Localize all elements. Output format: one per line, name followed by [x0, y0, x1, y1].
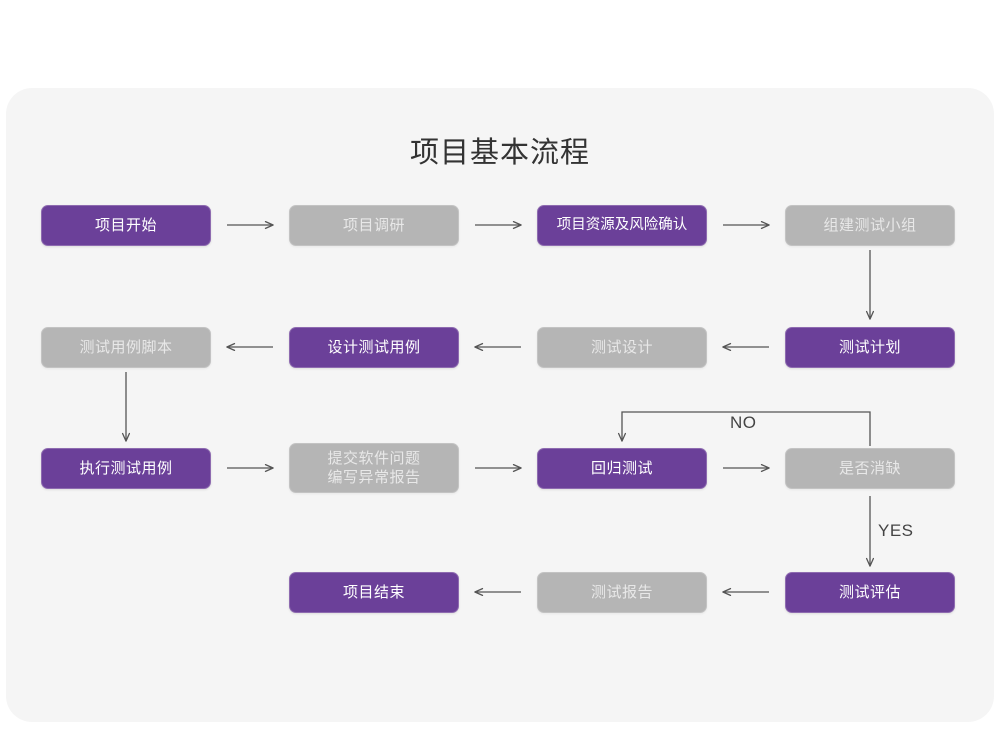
node-execute-testcase[interactable]: 执行测试用例	[41, 448, 211, 489]
node-label: 是否消缺	[838, 460, 901, 477]
node-test-evaluation[interactable]: 测试评估	[785, 572, 955, 613]
node-test-design[interactable]: 测试设计	[537, 327, 707, 368]
node-testcase-script[interactable]: 测试用例脚本	[41, 327, 211, 368]
node-label: 项目调研	[342, 217, 405, 234]
edge-label-no: NO	[730, 413, 757, 432]
flowchart-card	[6, 88, 994, 722]
edge-label-yes: YES	[878, 521, 914, 540]
node-project-research[interactable]: 项目调研	[289, 205, 459, 246]
node-label: 项目资源及风险确认	[556, 217, 688, 233]
node-label: 设计测试用例	[327, 339, 421, 356]
node-label: 执行测试用例	[79, 460, 173, 477]
node-label: 测试设计	[590, 339, 653, 356]
node-resource-risk-confirm[interactable]: 项目资源及风险确认	[537, 205, 707, 246]
node-form-test-team[interactable]: 组建测试小组	[785, 205, 955, 246]
node-label: 组建测试小组	[823, 217, 917, 234]
node-project-end[interactable]: 项目结束	[289, 572, 459, 613]
node-test-report[interactable]: 测试报告	[537, 572, 707, 613]
node-project-start[interactable]: 项目开始	[41, 205, 211, 246]
page-title: 项目基本流程	[409, 137, 590, 169]
node-label: 项目开始	[94, 217, 157, 234]
node-label: 提交软件问题 编写异常报告	[327, 450, 421, 486]
node-label: 测试计划	[838, 339, 901, 356]
node-label: 回归测试	[590, 460, 653, 477]
node-label: 测试报告	[590, 584, 653, 601]
node-regression-test[interactable]: 回归测试	[537, 448, 707, 489]
node-defect-resolved-decision[interactable]: 是否消缺	[785, 448, 955, 489]
node-label: 测试评估	[838, 584, 901, 601]
node-submit-defect-report[interactable]: 提交软件问题 编写异常报告	[289, 443, 459, 493]
node-test-plan[interactable]: 测试计划	[785, 327, 955, 368]
node-label: 项目结束	[342, 584, 405, 601]
node-design-testcase[interactable]: 设计测试用例	[289, 327, 459, 368]
node-label: 测试用例脚本	[79, 339, 173, 356]
